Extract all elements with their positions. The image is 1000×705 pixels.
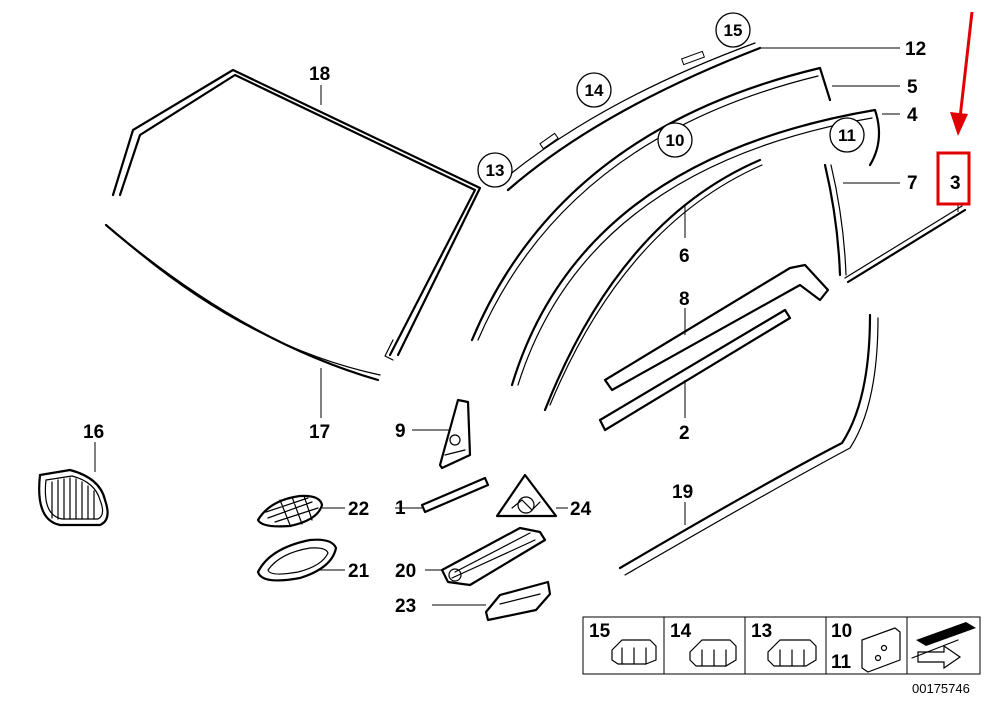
windshield-lower-seal: [104, 223, 381, 382]
kidney-grille: [38, 468, 109, 527]
svg-text:13: 13: [486, 161, 505, 180]
callout-21: 21: [348, 561, 370, 582]
svg-text:10: 10: [831, 621, 852, 642]
circled-callout-11: 11: [829, 117, 865, 153]
highlight-arrow-head: [950, 112, 968, 136]
circled-callout-13: 13: [477, 152, 513, 188]
door-frame-moulding: [510, 108, 881, 387]
highlight-box: [936, 151, 971, 206]
callout-7: 7: [907, 173, 918, 194]
callout-18: 18: [309, 64, 330, 85]
door-seal: [618, 313, 879, 576]
svg-text:13: 13: [751, 621, 772, 642]
highlight-arrow-line: [958, 11, 974, 119]
windshield-frame: [111, 68, 482, 361]
callout-3: 3: [950, 173, 961, 194]
callout-2: 2: [679, 423, 690, 444]
window-shaft-seal-outer: [603, 263, 830, 392]
callout-22: 22: [348, 499, 369, 520]
callout-24: 24: [570, 499, 592, 520]
window-shaft-seal-inner: [598, 308, 792, 432]
svg-text:11: 11: [831, 652, 852, 673]
mirror-triangle-cover: [438, 398, 472, 470]
legend-arrow-icon: [911, 622, 976, 670]
legend-item-13: 13: [751, 621, 817, 667]
roof-moulding-outer: [470, 66, 832, 342]
warning-triangle-badge: [495, 473, 558, 518]
callout-4: 4: [907, 105, 918, 126]
diagram-reference-number: 00175746: [912, 681, 970, 696]
fender-gill-trim: [440, 526, 547, 587]
callout-5: 5: [907, 77, 918, 98]
mesh-grille-insert: [256, 494, 324, 528]
legend-item-14: 14: [670, 621, 737, 667]
callout-16: 16: [83, 422, 104, 443]
svg-text:15: 15: [724, 21, 743, 40]
trim-strip-small: [420, 476, 490, 514]
window-channel-strip: [543, 158, 763, 412]
m3-emblem: [484, 580, 552, 622]
legend-box: 15 14 13 10 11: [582, 616, 981, 675]
legend-item-15: 15: [589, 621, 657, 665]
legend-item-10-11: 10 11: [831, 621, 901, 673]
circled-callout-15: 15: [715, 12, 751, 48]
rear-window-seal-strip: [844, 205, 967, 284]
highlight-marker: [936, 11, 974, 206]
callout-6: 6: [679, 246, 690, 267]
callout-12: 12: [905, 39, 926, 60]
circled-callout-10: 10: [657, 122, 693, 158]
callout-17: 17: [309, 422, 330, 443]
svg-text:11: 11: [838, 126, 856, 145]
svg-text:14: 14: [585, 81, 604, 100]
callout-23: 23: [395, 596, 416, 617]
callout-8: 8: [679, 289, 690, 310]
callout-20: 20: [395, 561, 416, 582]
b-pillar-strip: [823, 163, 847, 277]
svg-text:10: 10: [666, 131, 685, 150]
side-marker-frame: [256, 538, 338, 582]
callout-9: 9: [395, 421, 406, 442]
circled-callout-14: 14: [576, 72, 612, 108]
callout-19: 19: [672, 482, 693, 503]
callout-1: 1: [395, 498, 406, 519]
roof-channel-strip: [502, 42, 762, 192]
svg-text:14: 14: [670, 621, 692, 642]
svg-text:15: 15: [589, 621, 611, 642]
